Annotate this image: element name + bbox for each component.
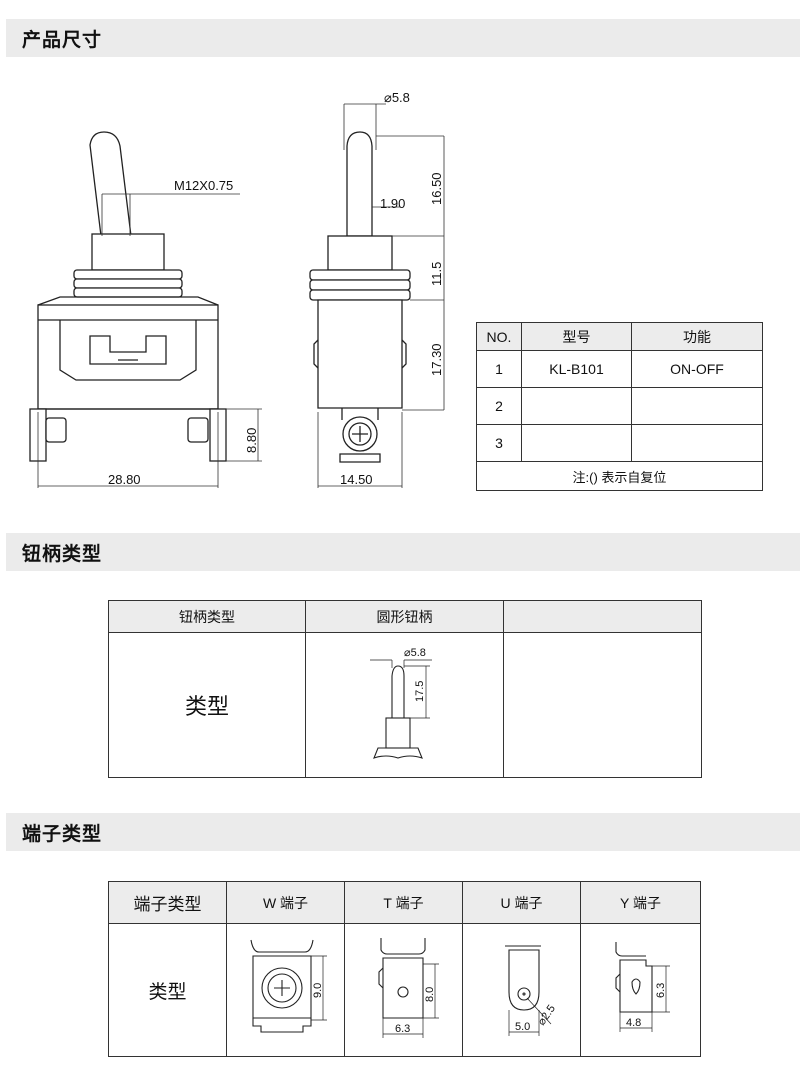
terminal-u-cell: 5.0 ⌀2.5	[462, 923, 581, 1057]
handle-header-round: 圆形钮柄	[305, 600, 504, 633]
handle-empty-cell	[503, 632, 702, 778]
spec-model: KL-B101	[521, 350, 632, 388]
terminal-header-row: 端子类型 W 端子 T 端子 U 端子 Y 端子	[108, 881, 701, 924]
dimension-drawing: M12X0.75 ⌀5.8 1.90 16.50 11.5 17.30 8.80…	[29, 90, 445, 488]
spec-no: 1	[476, 350, 522, 388]
front-bushing	[91, 233, 165, 271]
spec-no: 3	[476, 424, 522, 462]
terminal-header-u: U 端子	[462, 881, 581, 924]
u-dim-d: ⌀2.5	[535, 1002, 557, 1027]
terminal-header-y: Y 端子	[580, 881, 701, 924]
section-title-dimensions: 产品尺寸	[22, 29, 103, 51]
side-bushing	[327, 235, 393, 271]
t-dim-w: 6.3	[395, 1023, 410, 1035]
u-dim-w: 5.0	[515, 1021, 530, 1033]
terminal-row-label: 类型	[108, 923, 227, 1057]
handle-header-empty	[503, 600, 702, 633]
spec-function: ON-OFF	[631, 350, 763, 388]
spec-header-function: 功能	[631, 322, 763, 351]
spec-no: 2	[476, 387, 522, 425]
front-lever	[89, 131, 132, 237]
w-terminal-drawing: 9.0	[249, 939, 327, 1033]
table-row: 类型 9.0	[108, 923, 701, 1057]
spec-header-no: NO.	[476, 322, 522, 351]
dim-thread: M12X0.75	[174, 178, 233, 193]
terminal-t-cell: 8.0 6.3	[344, 923, 463, 1057]
spec-model	[521, 424, 632, 462]
spec-note-row: 注:() 表示自复位	[476, 461, 763, 491]
handle-dim-len: 17.5	[414, 680, 426, 701]
spec-table: NO. 型号 功能 1 KL-B101 ON-OFF 2 3 注:() 表示自复…	[476, 322, 763, 491]
dim-880: 8.80	[244, 428, 259, 453]
side-lever	[346, 131, 373, 237]
terminal-y-cell: 6.3 4.8	[580, 923, 701, 1057]
section-bar-handle: 钮柄类型	[6, 533, 800, 571]
y-dim-w: 4.8	[626, 1017, 641, 1029]
dim-115: 11.5	[429, 262, 444, 286]
y-dim-h: 6.3	[655, 982, 667, 997]
dim-190: 1.90	[380, 196, 405, 211]
spec-model	[521, 387, 632, 425]
handle-dim-phi: ⌀5.8	[404, 647, 426, 659]
t-dim-h: 8.0	[424, 986, 436, 1001]
section-title-terminal: 端子类型	[22, 823, 103, 845]
section-bar-terminal: 端子类型	[6, 813, 800, 851]
terminal-w-cell: 9.0	[226, 923, 345, 1057]
table-row: 2	[476, 387, 763, 425]
terminal-header-type: 端子类型	[108, 881, 227, 924]
handle-round-cell: ⌀5.8 17.5	[305, 632, 504, 778]
table-row: 1 KL-B101 ON-OFF	[476, 350, 763, 388]
spec-function	[631, 387, 763, 425]
section-title-handle: 钮柄类型	[22, 543, 103, 565]
t-terminal-drawing: 8.0 6.3	[377, 937, 439, 1038]
handle-header-type: 钮柄类型	[108, 600, 306, 633]
front-body	[37, 304, 219, 410]
spec-header-row: NO. 型号 功能	[476, 322, 763, 351]
handle-row-label: 类型	[108, 632, 306, 778]
dim-1450: 14.50	[340, 472, 373, 487]
handle-header-row: 钮柄类型 圆形钮柄	[108, 600, 702, 633]
spec-function	[631, 424, 763, 462]
dim-1730: 17.30	[429, 343, 444, 376]
y-terminal-drawing: 6.3 4.8	[614, 941, 670, 1032]
section-bar-dimensions: 产品尺寸	[6, 19, 800, 57]
terminal-header-w: W 端子	[226, 881, 345, 924]
spec-note: 注:() 表示自复位	[476, 461, 763, 491]
terminal-header-t: T 端子	[344, 881, 463, 924]
terminal-table: 端子类型 W 端子 T 端子 U 端子 Y 端子 类型 9.0	[108, 881, 701, 1057]
dim-1650: 16.50	[429, 172, 444, 205]
side-body	[317, 299, 403, 409]
round-handle-drawing: ⌀5.8 17.5	[369, 647, 432, 759]
spec-header-model: 型号	[521, 322, 632, 351]
dim-2880: 28.80	[108, 472, 141, 487]
table-row: 3	[476, 424, 763, 462]
handle-table: 钮柄类型 圆形钮柄 类型 ⌀5.8 17.5	[108, 600, 702, 778]
u-terminal-drawing: 5.0 ⌀2.5	[504, 944, 558, 1036]
dim-phi-58: ⌀5.8	[384, 90, 410, 105]
table-row: 类型 ⌀5.8 17.5	[108, 632, 702, 778]
w-dim-h: 9.0	[312, 982, 324, 997]
